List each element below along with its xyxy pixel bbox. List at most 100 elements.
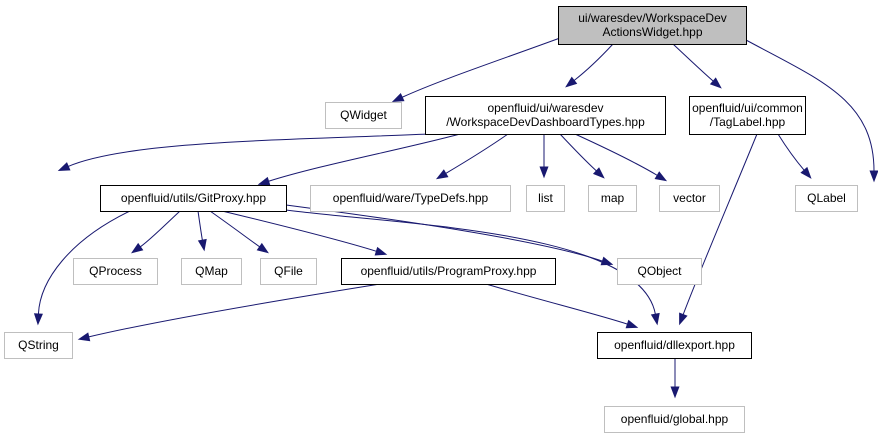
node-label: QMap: [195, 264, 228, 278]
arrowhead-icon: [869, 170, 878, 183]
arrowhead-icon: [679, 312, 688, 326]
edge-programproxy-to-dllexport: [485, 283, 639, 329]
arrowhead-icon: [670, 386, 680, 399]
edge-dllexport-to-global: [670, 357, 680, 399]
node-gitproxy[interactable]: openfluid/utils/GitProxy.hpp: [100, 185, 287, 212]
edge-gitproxy-to-qmap: [197, 210, 207, 252]
arrowhead-icon: [592, 167, 605, 179]
node-box: [260, 258, 317, 285]
arrowhead-icon: [197, 238, 207, 252]
node-qprocess: QProcess: [73, 258, 158, 285]
node-box: [795, 185, 858, 212]
node-typedefs: openfluid/ware/TypeDefs.hpp: [310, 185, 511, 212]
edge-root-to-dashtypes: [565, 43, 614, 88]
arrowhead-icon: [565, 76, 578, 88]
node-box: [4, 332, 73, 359]
node-qobject: QObject: [617, 258, 702, 285]
edge-gitproxy-to-programproxy: [221, 210, 388, 256]
arrowhead-icon: [33, 313, 43, 326]
node-label: ui/waresdev/WorkspaceDev: [578, 11, 727, 25]
node-dllexport[interactable]: openfluid/dllexport.hpp: [597, 332, 752, 359]
arrowhead-icon: [391, 92, 405, 102]
node-box: [100, 185, 287, 212]
node-label: map: [601, 191, 625, 205]
node-dashtypes[interactable]: openfluid/ui/waresdev/WorkspaceDevDashbo…: [425, 96, 666, 135]
node-label: openfluid/global.hpp: [621, 412, 729, 426]
node-label: /TagLabel.hpp: [710, 115, 786, 129]
node-programproxy[interactable]: openfluid/utils/ProgramProxy.hpp: [341, 258, 556, 285]
node-label: QString: [18, 338, 59, 352]
nodes-layer: ui/waresdev/WorkspaceDevActionsWidget.hp…: [4, 6, 858, 433]
arrowhead-icon: [257, 176, 271, 186]
node-taglabel[interactable]: openfluid/ui/common/TagLabel.hpp: [689, 96, 806, 135]
arrowhead-icon: [654, 171, 668, 182]
edge-dashtypes-to-map: [559, 133, 605, 179]
node-label: list: [538, 191, 553, 205]
node-label: openfluid/utils/GitProxy.hpp: [121, 191, 267, 205]
arrowhead-icon: [539, 166, 549, 179]
arrowhead-icon: [709, 77, 722, 89]
edge-gitproxy-to-qobject: [285, 204, 614, 266]
arrowhead-icon: [374, 246, 388, 256]
node-qwidget: QWidget: [325, 102, 402, 129]
edge-root-to-qwidget: [391, 37, 561, 102]
node-qstring: QString: [4, 332, 73, 359]
node-box: [597, 332, 752, 359]
node-qlabel: QLabel: [795, 185, 858, 212]
node-label: openfluid/ui/waresdev: [487, 101, 603, 115]
edge-dashtypes-to-qstring: [57, 133, 429, 171]
node-box: [341, 258, 556, 285]
edge-gitproxy-to-qprocess: [131, 210, 181, 254]
node-root[interactable]: ui/waresdev/WorkspaceDevActionsWidget.hp…: [558, 6, 747, 45]
node-label: ActionsWidget.hpp: [602, 25, 702, 39]
node-box: [73, 258, 158, 285]
node-label: QObject: [637, 264, 682, 278]
node-box: [558, 6, 747, 45]
edge-gitproxy-to-qfile: [209, 210, 269, 254]
node-box: [425, 96, 666, 135]
edge-programproxy-to-qstring: [77, 283, 381, 342]
node-label: openfluid/dllexport.hpp: [614, 338, 735, 352]
edge-dashtypes-to-list: [539, 134, 549, 179]
node-map: map: [588, 185, 637, 212]
node-qfile: QFile: [260, 258, 317, 285]
node-label: openfluid/utils/ProgramProxy.hpp: [361, 264, 537, 278]
node-label: openfluid/ui/common: [692, 101, 803, 115]
edge-taglabel-to-qlabel: [777, 133, 812, 179]
node-box: [310, 185, 511, 212]
node-box: [588, 185, 637, 212]
node-box: [181, 258, 242, 285]
edge-root-to-dllexport: [745, 39, 878, 183]
node-label: openfluid/ware/TypeDefs.hpp: [333, 191, 489, 205]
edge-root-to-taglabel: [672, 43, 722, 89]
arrowhead-icon: [77, 332, 91, 342]
node-qmap: QMap: [181, 258, 242, 285]
node-box: [604, 406, 745, 433]
arrowhead-icon: [650, 312, 660, 326]
edge-dashtypes-to-vector: [574, 133, 668, 182]
node-label: QFile: [274, 264, 303, 278]
edge-dashtypes-to-gitproxy: [257, 133, 461, 186]
arrowhead-icon: [256, 242, 269, 254]
node-vector: vector: [659, 185, 720, 212]
node-list: list: [526, 185, 565, 212]
node-label: QLabel: [807, 191, 846, 205]
node-box: [689, 96, 806, 135]
node-label: /WorkspaceDevDashboardTypes.hpp: [446, 115, 645, 129]
arrowhead-icon: [131, 242, 144, 254]
node-label: QWidget: [340, 108, 387, 122]
node-global: openfluid/global.hpp: [604, 406, 745, 433]
node-box: [659, 185, 720, 212]
arrowhead-icon: [600, 256, 614, 266]
node-box: [325, 102, 402, 129]
node-label: vector: [673, 191, 706, 205]
node-box: [526, 185, 565, 212]
arrowhead-icon: [435, 169, 449, 180]
arrowhead-icon: [625, 319, 639, 329]
arrowhead-icon: [800, 166, 812, 179]
arrowhead-icon: [57, 162, 71, 171]
edge-taglabel-to-dllexport: [679, 133, 758, 326]
edge-gitproxy-to-qstring: [33, 210, 131, 326]
node-label: QProcess: [89, 264, 142, 278]
